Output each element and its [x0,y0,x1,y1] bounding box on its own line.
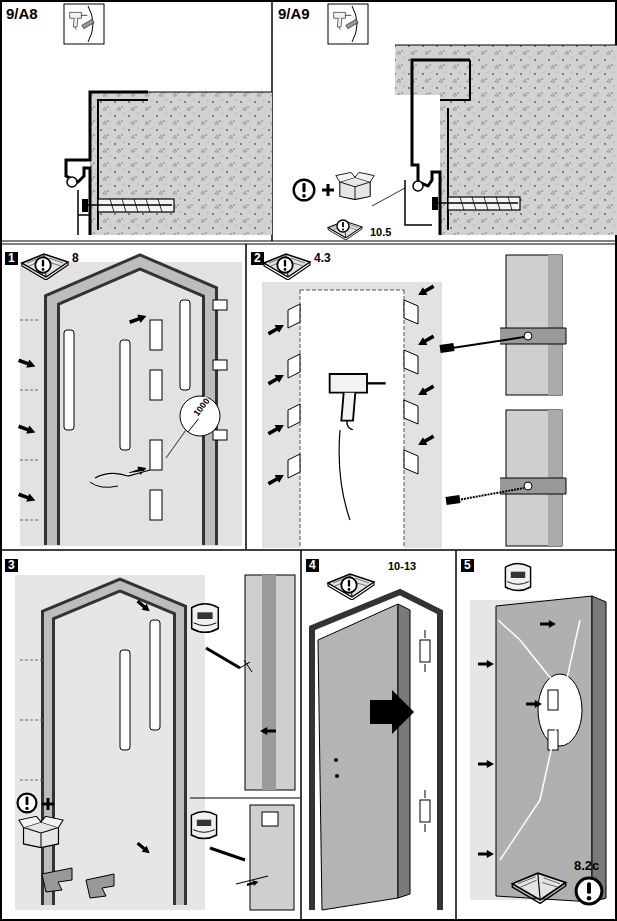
label-holder: 9/A8 [6,5,38,23]
callout-number: 8 [72,252,79,265]
panel-1-frame [17,254,242,546]
label-holder: 9/A9 [278,5,310,23]
step-number: 2 [251,252,264,265]
callout-number: 9/A9 [278,6,310,23]
label-holder: 3 [5,555,18,573]
label-holder: 10.5 [370,222,391,240]
section-a9 [294,4,617,240]
label-holder: 8.2c [574,856,599,874]
callout-number: 4.3 [314,252,331,265]
label-holder: 8 [72,248,79,266]
panel-2-anchoring [262,254,566,548]
callout-number: 8.2c [574,859,599,873]
label-holder: 10-13 [388,556,416,574]
label-holder: 4.3 [314,248,331,266]
panel-3-welding [15,575,300,910]
panel-4-door-leaf [312,574,440,910]
step-number: 1 [5,252,18,265]
callout-number: 10.5 [370,226,391,238]
label-holder: 2 [251,248,264,266]
step-number: 3 [5,559,18,572]
step-number: 4 [306,559,319,572]
label-holder: 1 [5,248,18,266]
callout-number: 9/A8 [6,6,38,23]
label-holder: 4 [306,555,319,573]
section-a8 [64,4,272,235]
step-number: 5 [461,559,474,572]
callout-number: 10-13 [388,560,416,572]
label-holder: 5 [461,555,474,573]
panel-5-fixing [470,564,606,904]
